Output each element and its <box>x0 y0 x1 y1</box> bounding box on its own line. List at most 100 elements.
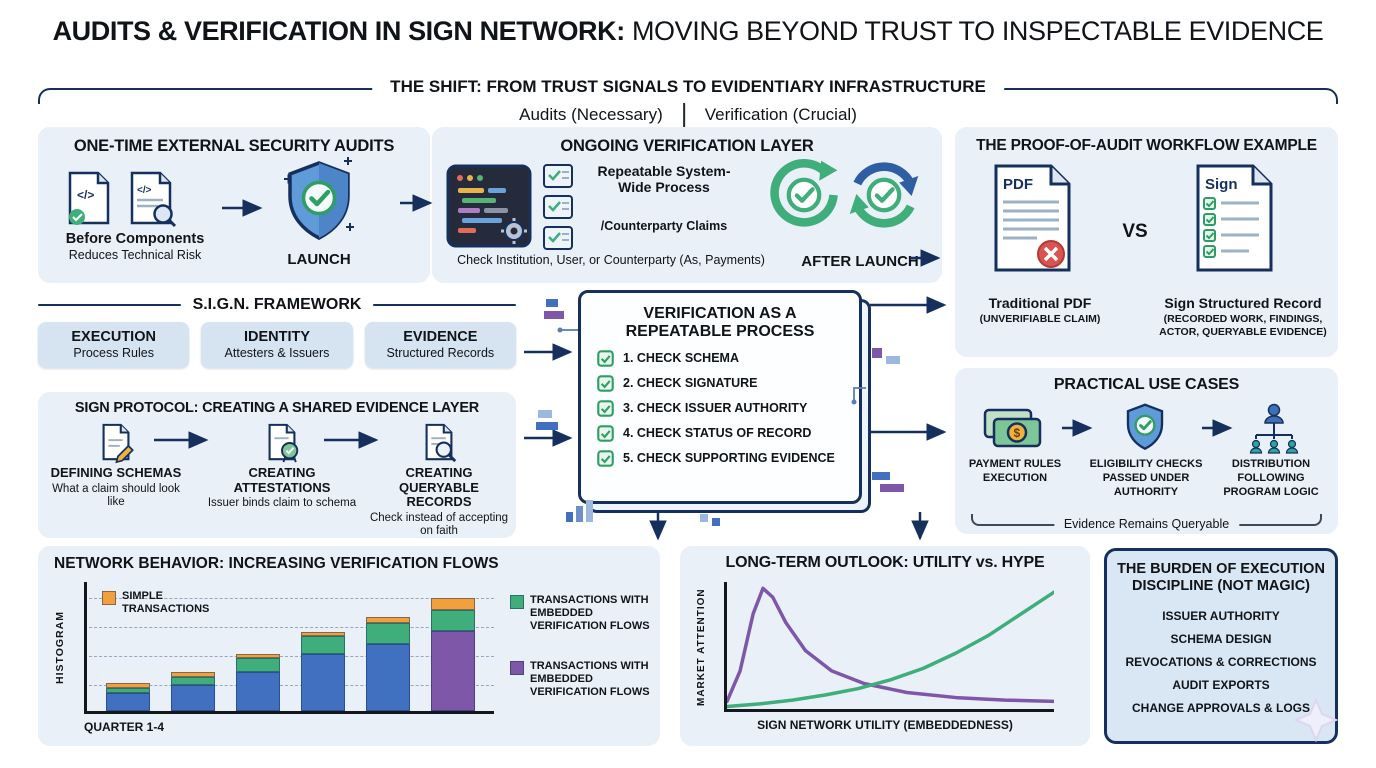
checkbox-checked-icon <box>597 449 614 467</box>
shift-subtitle: Audits (Necessary) Verification (Crucial… <box>519 103 857 127</box>
checklist-item-label: 5. CHECK SUPPORTING EVIDENCE <box>623 451 835 466</box>
repeatable-process-label: Repeatable System-Wide Process <box>597 163 731 196</box>
legend-label: TRANSACTIONS WITH EMBEDDED VERIFICATION … <box>530 660 650 698</box>
protocol-step-sub: What a claim should look like <box>52 482 180 508</box>
checkbox-checked-icon <box>597 399 614 417</box>
audit-documents-icon: </> </> <box>68 171 177 228</box>
checklist-item: 5. CHECK SUPPORTING EVIDENCE <box>597 449 843 467</box>
verification-process-card: VERIFICATION AS A REPEATABLE PROCESS 1. … <box>578 290 862 504</box>
framework-box-sub: Attesters & Issuers <box>224 346 330 360</box>
protocol-step-defining-schemas: DEFINING SCHEMAS What a claim should loo… <box>46 422 186 509</box>
network-chart-bars <box>87 582 494 711</box>
use-cases-title: PRACTICAL USE CASES <box>1053 376 1240 393</box>
pdf-caption: Traditional PDF (UNVERIFIABLE CLAIM) <box>959 295 1121 326</box>
attestation-doc-stack-icon <box>543 164 573 250</box>
protocol-step-sub: Issuer binds claim to schema <box>207 497 357 510</box>
burden-item: AUDIT EXPORTS <box>1172 677 1270 692</box>
divider-line <box>373 303 517 307</box>
use-case-payment-label: PAYMENT RULES EXECUTION <box>968 458 1062 484</box>
vs-label: VS <box>1122 221 1148 242</box>
framework-box-evidence: EVIDENCE Structured Records <box>364 322 516 368</box>
outlook-chart-ylabel: MARKET ATTENTION <box>696 588 707 706</box>
verification-caption: Check Institution, User, or Counterparty… <box>457 253 765 267</box>
protocol-step-title: CREATING ATTESTATIONS <box>233 465 331 495</box>
checklist-item-label: 3. CHECK ISSUER AUTHORITY <box>623 401 808 416</box>
bar <box>301 582 346 711</box>
burden-item: REVOCATIONS & CORRECTIONS <box>1125 654 1317 669</box>
shift-verification-label: Verification (Crucial) <box>704 105 857 124</box>
page-title: AUDITS & VERIFICATION IN SIGN NETWORK: M… <box>0 16 1376 47</box>
outlook-curve <box>727 588 1054 701</box>
queryable-doc-magnifier-icon <box>425 423 457 463</box>
framework-box-sub: Structured Records <box>386 346 495 360</box>
sign-record-document-icon: Sign <box>1196 164 1273 272</box>
page-title-strong: AUDITS & VERIFICATION IN SIGN NETWORK: <box>52 16 626 46</box>
checklist-item: 3. CHECK ISSUER AUTHORITY <box>597 399 843 417</box>
panel-network-behavior: NETWORK BEHAVIOR: INCREASING VERIFICATIO… <box>38 546 660 746</box>
checklist-item-label: 1. CHECK SCHEMA <box>623 351 739 366</box>
verification-card-title: VERIFICATION AS A REPEATABLE PROCESS <box>625 305 815 341</box>
svg-text:</>: </> <box>77 188 94 202</box>
burden-item: SCHEMA DESIGN <box>1170 631 1272 646</box>
audits-panel-title: ONE-TIME EXTERNAL SECURITY AUDITS <box>73 137 395 155</box>
launch-label: LAUNCH <box>287 251 351 268</box>
panel-burden-of-execution: THE BURDEN OF EXECUTION DISCIPLINE (NOT … <box>1104 548 1338 744</box>
legend-label: TRANSACTIONS WITH EMBEDDED VERIFICATION … <box>530 594 650 632</box>
shield-check-icon <box>284 157 354 240</box>
legend-swatch-orange <box>102 591 116 605</box>
divider-line <box>38 303 181 307</box>
sign-framework-header: S.I.G.N. FRAMEWORK <box>38 296 517 314</box>
gridline <box>89 656 494 657</box>
outlook-curve <box>727 592 1054 706</box>
panel-sign-protocol: SIGN PROTOCOL: CREATING A SHARED EVIDENC… <box>38 392 516 538</box>
attestation-doc-seal-icon <box>268 423 299 463</box>
sign-caption-title: Sign Structured Record <box>1164 295 1322 311</box>
bar <box>170 582 215 711</box>
framework-box-title: EVIDENCE <box>403 329 478 345</box>
svg-text:$: $ <box>1014 426 1021 440</box>
outlook-chart-title: LONG-TERM OUTLOOK: UTILITY vs. HYPE <box>725 554 1045 571</box>
burden-panel-title: THE BURDEN OF EXECUTION DISCIPLINE (NOT … <box>1117 561 1325 595</box>
protocol-panel-title: SIGN PROTOCOL: CREATING A SHARED EVIDENC… <box>74 400 480 416</box>
protocol-step-title: CREATING QUERYABLE RECORDS <box>399 465 479 510</box>
audits-caption-title: Before Components <box>65 231 205 247</box>
legend-swatch-green <box>510 595 524 609</box>
panel-one-time-audits: ONE-TIME EXTERNAL SECURITY AUDITS </> </… <box>38 127 430 283</box>
use-case-distribution-label: DISTRIBUTION FOLLOWING PROGRAM LOGIC <box>1223 458 1319 498</box>
verification-panel-title: ONGOING VERIFICATION LAYER <box>560 137 814 155</box>
bar <box>235 582 280 711</box>
page-title-light: MOVING BEYOND TRUST TO INSPECTABLE EVIDE… <box>624 16 1324 46</box>
counterparty-claims-label: /Counterparty Claims <box>600 219 728 233</box>
gear-icon <box>501 218 527 244</box>
network-chart-plot <box>84 582 494 714</box>
payment-cash-icon: $ <box>983 408 1042 448</box>
shift-audits-label: Audits (Necessary) <box>519 105 663 124</box>
legend-swatch-purple <box>510 661 524 675</box>
green-checklist-rows <box>1203 197 1259 258</box>
gridline <box>89 627 494 628</box>
verification-cycles <box>764 155 924 240</box>
sign-framework-title: S.I.G.N. FRAMEWORK <box>192 296 362 313</box>
protocol-step-title: DEFINING SCHEMAS <box>50 465 182 480</box>
svg-text:</>: </> <box>137 185 152 196</box>
bar <box>366 582 411 711</box>
protocol-step-creating-attestations: CREATING ATTESTATIONS Issuer binds claim… <box>206 422 358 510</box>
pdf-caption-sub: (UNVERIFIABLE CLAIM) <box>979 313 1101 325</box>
checklist-item: 2. CHECK SIGNATURE <box>597 374 843 392</box>
protocol-step-queryable-records: CREATING QUERYABLE RECORDS Check instead… <box>368 422 510 538</box>
network-chart-title: NETWORK BEHAVIOR: INCREASING VERIFICATIO… <box>54 555 499 572</box>
network-chart-ylabel: HISTOGRAM <box>54 611 66 685</box>
legend-label: SIMPLE TRANSACTIONS <box>122 590 210 615</box>
schema-doc-pencil-icon <box>102 423 134 464</box>
outlook-chart-plot <box>724 582 1054 712</box>
queryable-footer-label: Evidence Remains Queryable <box>1053 517 1240 531</box>
legend-verification-flows-green: TRANSACTIONS WITH EMBEDDED VERIFICATION … <box>510 594 656 633</box>
framework-box-title: IDENTITY <box>243 329 311 345</box>
sign-caption: Sign Structured Record (RECORDED WORK, F… <box>1153 295 1333 339</box>
outlook-chart-xlabel: SIGN NETWORK UTILITY (EMBEDDEDNESS) <box>757 718 1013 732</box>
use-case-eligibility-label: ELIGIBILITY CHECKS PASSED UNDER AUTHORIT… <box>1089 458 1203 498</box>
audits-caption-sub: Reduces Technical Risk <box>68 248 202 262</box>
sign-doc-label: Sign <box>1205 176 1238 193</box>
bar <box>105 582 150 711</box>
panel-practical-use-cases: PRACTICAL USE CASES $ PAYMENT RULES EXEC… <box>955 368 1338 534</box>
